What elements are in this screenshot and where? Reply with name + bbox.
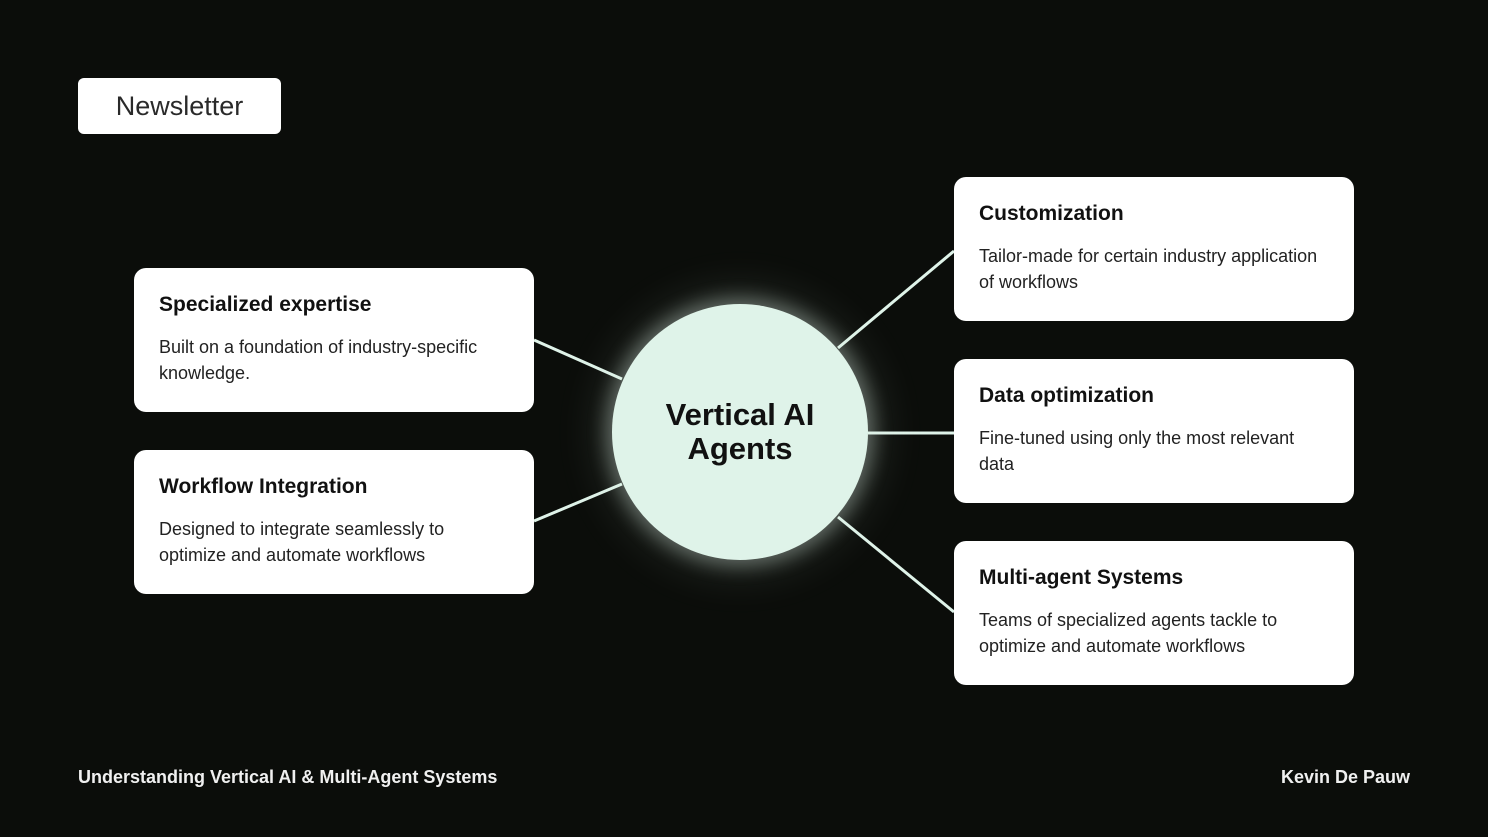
card-workflow-integration: Workflow Integration Designed to integra… bbox=[134, 450, 534, 594]
connector-multi bbox=[837, 515, 955, 614]
newsletter-label: Newsletter bbox=[115, 90, 244, 121]
hub-title: Vertical AI Agents bbox=[665, 397, 815, 466]
card-title: Specialized expertise bbox=[159, 293, 372, 316]
footer-title: Understanding Vertical AI & Multi-Agent … bbox=[78, 767, 498, 787]
card-text: Fine-tuned using only the most relevant … bbox=[979, 428, 1295, 474]
card-title: Customization bbox=[979, 202, 1124, 225]
card-multi-agent-systems: Multi-agent Systems Teams of specialized… bbox=[954, 541, 1354, 685]
connector-customization bbox=[837, 249, 955, 350]
card-text: Tailor-made for certain industry applica… bbox=[979, 246, 1318, 292]
connector-specialized bbox=[533, 338, 623, 381]
card-customization: Customization Tailor-made for certain in… bbox=[954, 177, 1354, 321]
footer-author: Kevin De Pauw bbox=[1280, 767, 1410, 787]
card-text: Built on a foundation of industry-specif… bbox=[159, 337, 478, 383]
card-data-optimization: Data optimization Fine-tuned using only … bbox=[954, 359, 1354, 503]
newsletter-badge: Newsletter bbox=[78, 78, 281, 134]
card-text: Teams of specialized agents tackle to op… bbox=[979, 610, 1278, 656]
connector-workflow bbox=[533, 482, 623, 523]
card-specialized-expertise: Specialized expertise Built on a foundat… bbox=[134, 268, 534, 412]
hub-circle: Vertical AI Agents bbox=[612, 304, 868, 560]
card-text: Designed to integrate seamlessly to opti… bbox=[159, 519, 445, 565]
card-title: Multi-agent Systems bbox=[979, 566, 1184, 589]
card-title: Data optimization bbox=[979, 384, 1155, 407]
card-title: Workflow Integration bbox=[159, 475, 368, 498]
